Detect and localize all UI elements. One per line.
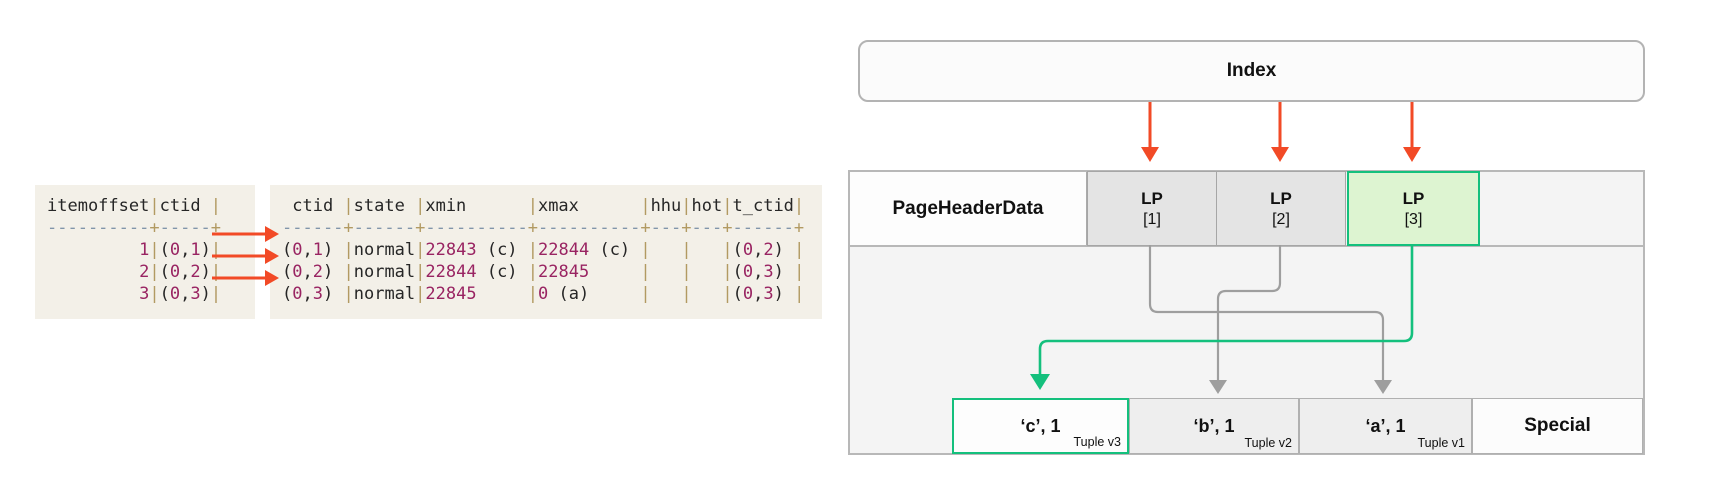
tuple-v2-cell: ‘b’, 1 Tuple v2 xyxy=(1129,398,1299,454)
lp-slot-1-index: [1] xyxy=(1143,210,1161,228)
page-top-row: PageHeaderData LP [1] LP [2] LP [3] xyxy=(850,171,1643,247)
tuple-v3-cell: ‘c’, 1 Tuple v3 xyxy=(952,398,1129,454)
lp-slot-1-title: LP xyxy=(1141,188,1163,208)
tuple-v3-tag: Tuple v3 xyxy=(1073,435,1121,449)
page-header-data-cell: PageHeaderData xyxy=(850,172,1087,245)
tuple-v2-tag: Tuple v2 xyxy=(1244,436,1292,450)
index-to-lp3-arrow xyxy=(1403,102,1421,162)
lp-slot-3-index: [3] xyxy=(1404,210,1423,228)
page-header-data-label: PageHeaderData xyxy=(892,197,1044,219)
lp-slot-2: LP [2] xyxy=(1216,171,1346,246)
special-cell: Special xyxy=(1472,398,1643,454)
tuple-v1-value: ‘a’, 1 xyxy=(1365,415,1406,436)
lp-slot-2-index: [2] xyxy=(1272,210,1290,228)
index-to-lp1-arrow xyxy=(1141,102,1159,162)
lp-slot-1: LP [1] xyxy=(1087,171,1217,246)
index-box: Index xyxy=(858,40,1645,102)
page-box: PageHeaderData LP [1] LP [2] LP [3] ‘c’,… xyxy=(848,170,1645,455)
tuple-v3-value: ‘c’, 1 xyxy=(1020,415,1061,436)
tuple-v1-cell: ‘a’, 1 Tuple v1 xyxy=(1299,398,1472,454)
tuple-v1-tag: Tuple v1 xyxy=(1417,436,1465,450)
index-label: Index xyxy=(1226,60,1277,81)
itemoffset-ctid-table: itemoffset|ctid |----------+-----+ 1|(0,… xyxy=(35,185,255,319)
special-label: Special xyxy=(1524,415,1591,436)
tuple-state-table: ctid |state |xmin |xmax |hhu|hot|t_ctid|… xyxy=(270,185,822,319)
tuple-v2-value: ‘b’, 1 xyxy=(1193,415,1235,436)
index-to-lp2-arrow xyxy=(1271,102,1289,162)
lp-slot-3-title: LP xyxy=(1402,188,1425,208)
lp-slot-2-title: LP xyxy=(1270,188,1292,208)
lp-slot-3-highlighted: LP [3] xyxy=(1347,171,1480,246)
